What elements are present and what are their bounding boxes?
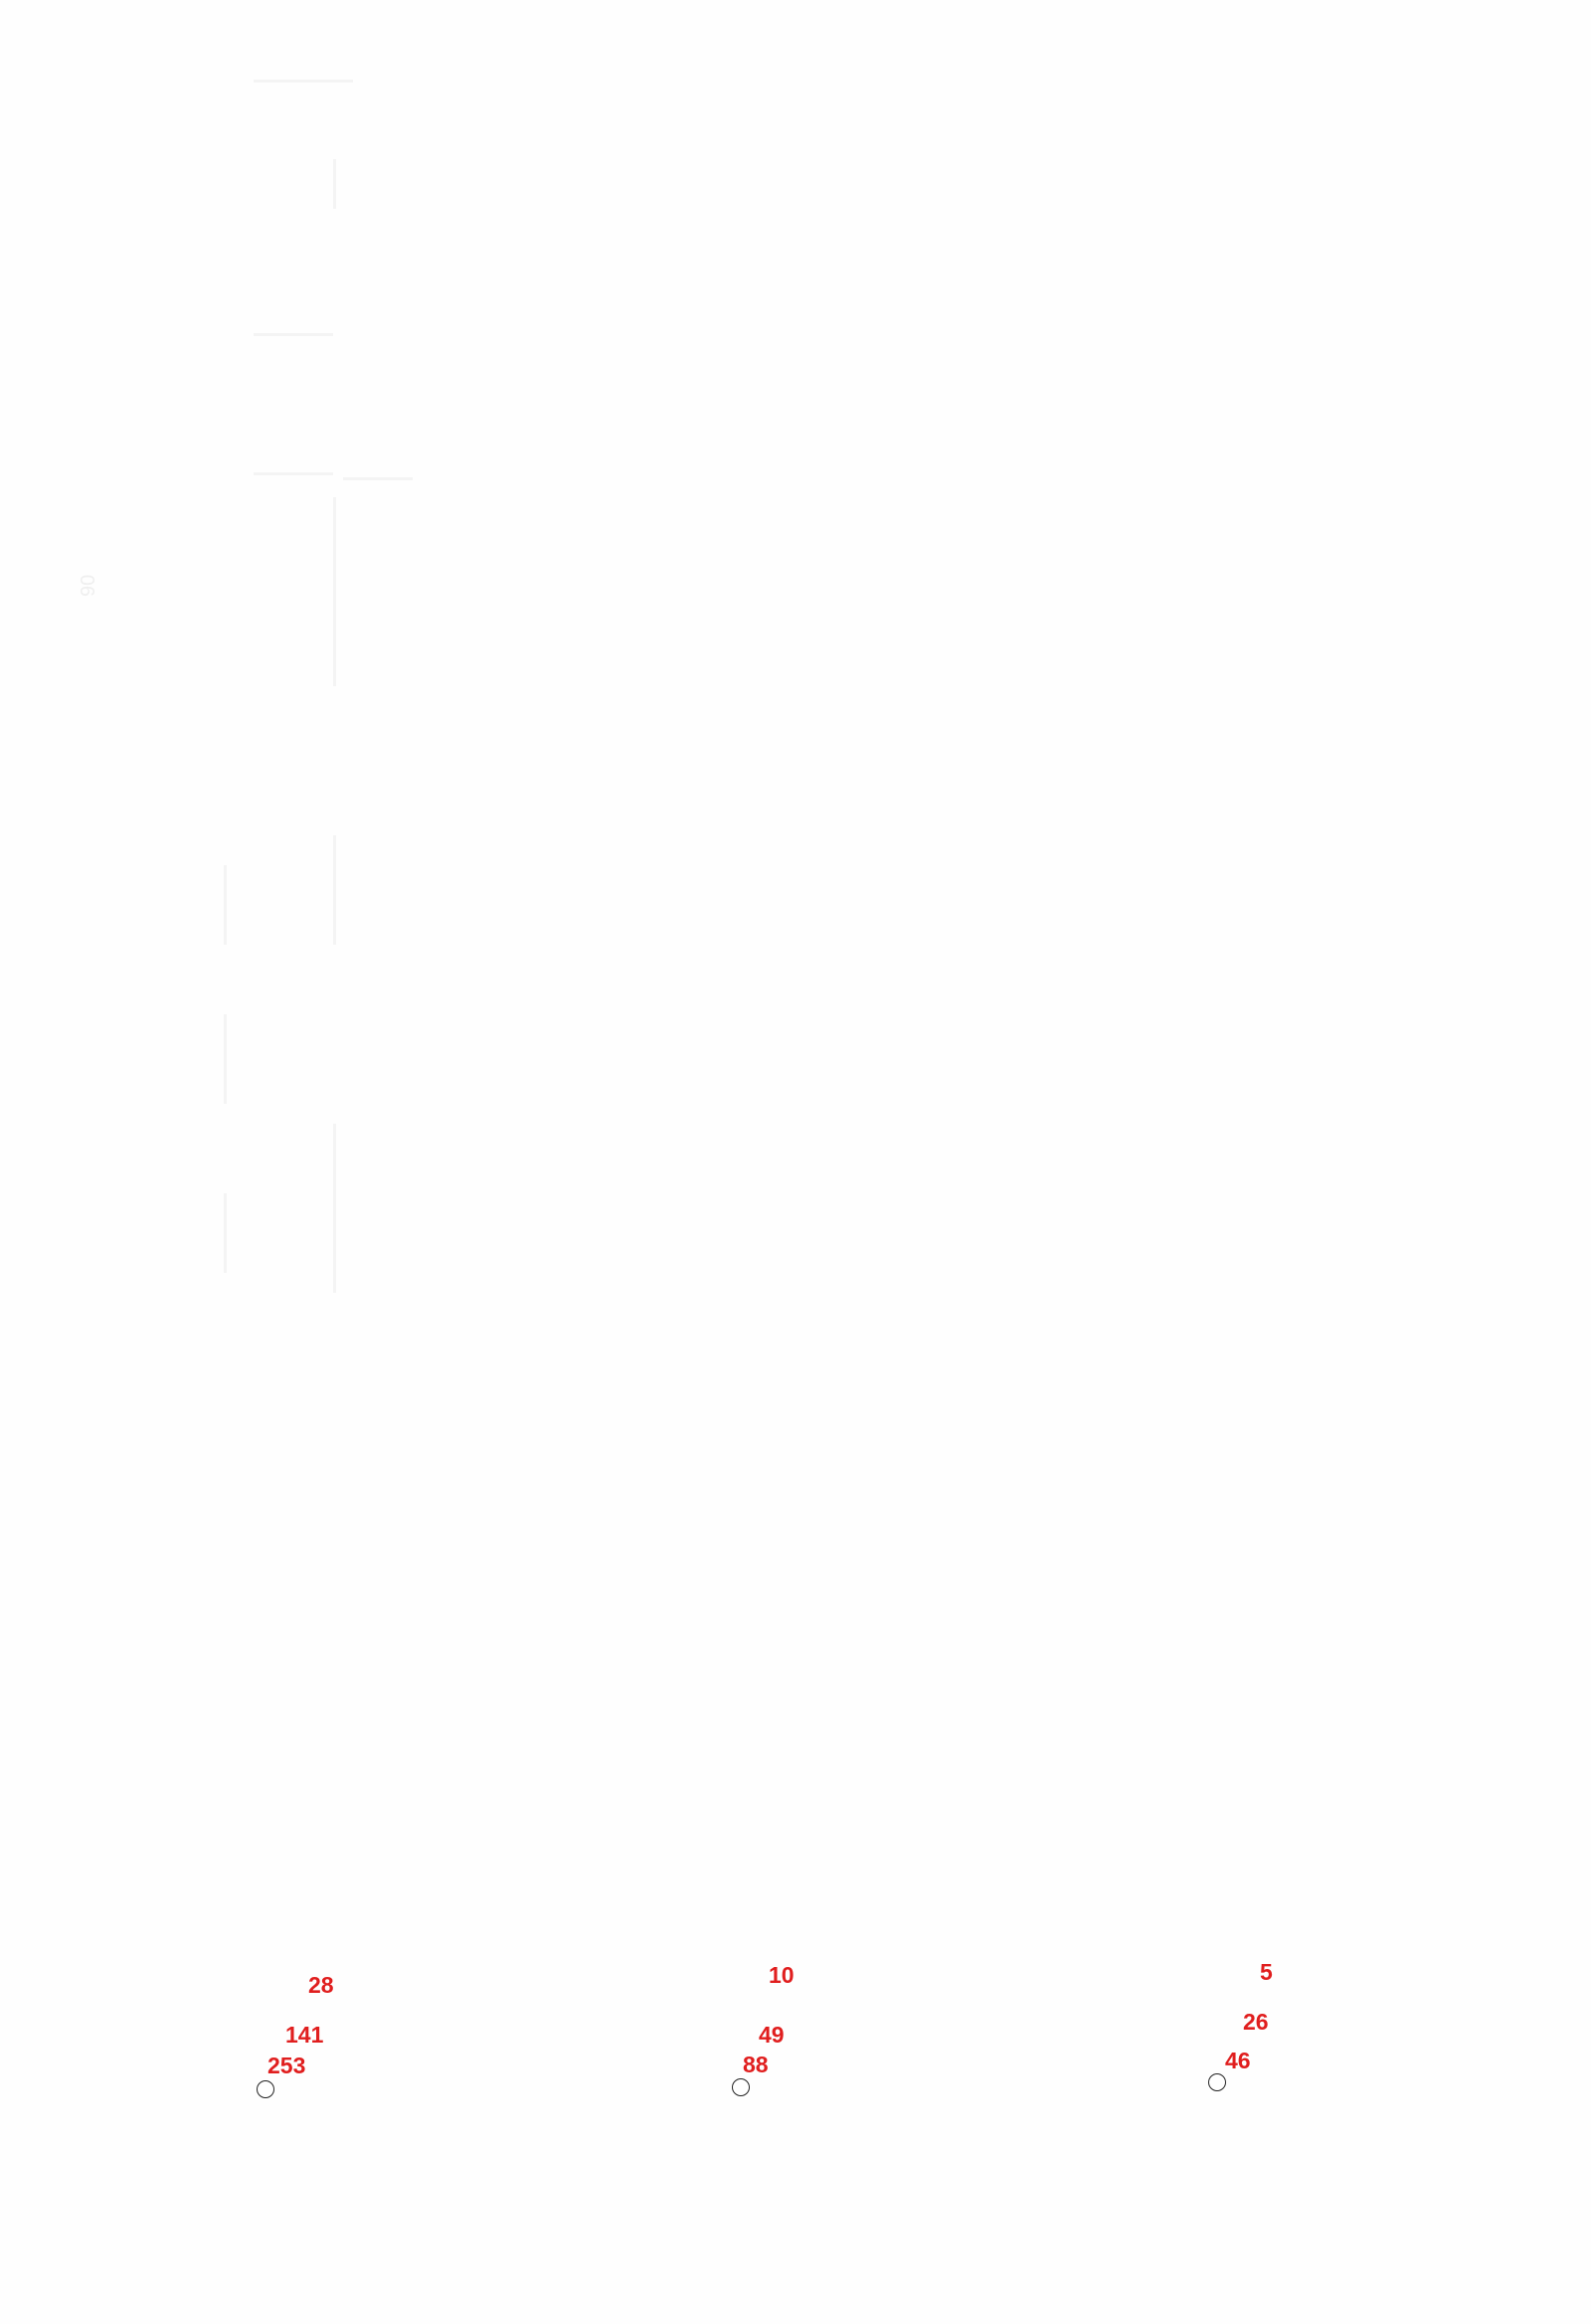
faint-background-drawing: 90 (78, 80, 413, 1293)
faint-line (224, 1193, 227, 1273)
faint-label: 90 (78, 574, 99, 597)
faint-line (333, 1124, 336, 1293)
marker-circle (732, 2078, 750, 2096)
faint-line (254, 333, 333, 336)
marker-group-2: 10 49 88 (729, 1964, 848, 2103)
faint-line (224, 865, 227, 945)
marker-label-top: 5 (1260, 1959, 1273, 1985)
faint-line (333, 497, 336, 686)
marker-group-1: 28 141 253 (254, 1974, 373, 2113)
faint-line (343, 477, 413, 480)
marker-label-bottom: 253 (267, 2053, 306, 2078)
marker-label-middle: 49 (759, 2022, 785, 2048)
marker-label-top: 10 (769, 1962, 795, 1988)
marker-circle (257, 2080, 274, 2098)
marker-label-top: 28 (308, 1972, 334, 1998)
marker-group-3: 5 26 46 (1205, 1961, 1325, 2100)
marker-circle (1208, 2073, 1226, 2091)
faint-line (333, 159, 336, 209)
faint-line (254, 80, 353, 83)
marker-label-bottom: 88 (743, 2052, 769, 2077)
marker-label-middle: 26 (1243, 2009, 1269, 2035)
faint-line (224, 1014, 227, 1104)
marker-label-bottom: 46 (1225, 2048, 1251, 2073)
faint-line (333, 835, 336, 945)
faint-line (254, 472, 333, 475)
marker-label-middle: 141 (285, 2022, 324, 2048)
